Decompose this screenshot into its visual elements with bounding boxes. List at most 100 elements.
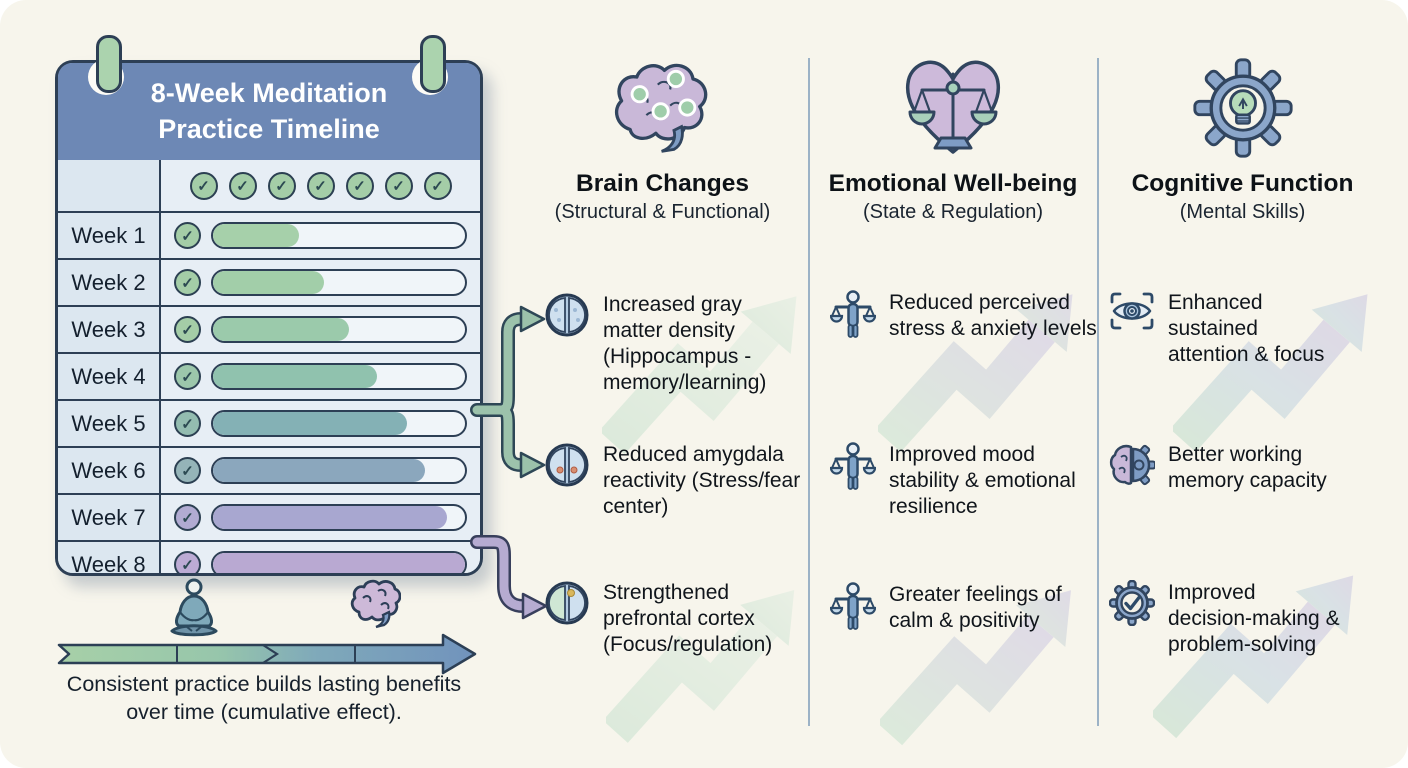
week-label: Week 8 xyxy=(58,542,161,573)
progress-bar-track xyxy=(211,410,467,437)
balance-person-icon xyxy=(830,582,876,630)
week-check-icon: ✓ xyxy=(174,363,201,390)
balance-person-icon xyxy=(830,290,876,338)
trend-arrow-icon xyxy=(602,296,797,454)
week-check-icon: ✓ xyxy=(174,410,201,437)
day-check-icon: ✓ xyxy=(189,171,218,200)
benefit-item: Strengthened prefrontal cortex (Focus/re… xyxy=(544,580,801,658)
column-title: Emotional Well-being xyxy=(828,170,1078,197)
cumulative-progress-arrow xyxy=(57,633,477,675)
week-row: Week 6 ✓ xyxy=(58,448,480,495)
progress-bar-fill xyxy=(213,365,377,388)
benefit-item: Increased gray matter density (Hippocamp… xyxy=(544,292,801,396)
brain-icon xyxy=(350,579,401,629)
gear-check-icon xyxy=(1109,580,1155,626)
progress-bar-fill xyxy=(213,459,425,482)
column-subtitle: (State & Regulation) xyxy=(862,201,1044,223)
week-row: Week 2 ✓ xyxy=(58,260,480,307)
benefit-item: Improved mood stability & emotional resi… xyxy=(830,442,1101,520)
eye-focus-icon xyxy=(1110,292,1154,330)
brain-hippocampus-icon xyxy=(545,293,589,337)
trend-arrow-icon xyxy=(878,294,1073,452)
week-row: Week 4 ✓ xyxy=(58,354,480,401)
column-title: Brain Changes xyxy=(576,170,749,197)
binder-ring-icon xyxy=(96,35,122,93)
benefit-text: Better working memory capacity xyxy=(1168,443,1327,493)
column-emotional-wellbeing: Emotional Well-being (State & Regulation… xyxy=(812,0,1097,768)
day-check-icon: ✓ xyxy=(228,171,257,200)
benefit-text: Enhanced sustained attention & focus xyxy=(1168,291,1325,367)
trend-arrow-icon xyxy=(1153,575,1354,739)
progress-bar-track xyxy=(211,504,467,531)
week-label: Week 7 xyxy=(58,495,161,540)
column-divider xyxy=(1097,58,1099,726)
brain-amygdala-icon xyxy=(545,443,589,487)
week-row: Week 1 ✓ xyxy=(58,213,480,260)
column-brain-changes: Brain Changes (Structural & Functional) … xyxy=(520,0,805,768)
benefit-text: Increased gray matter density (Hippocamp… xyxy=(603,293,767,395)
week-row: Week 8 ✓ xyxy=(58,542,480,573)
brain-network-icon xyxy=(614,63,707,153)
progress-bar-track xyxy=(211,269,467,296)
binder-ring-icon xyxy=(420,35,446,93)
progress-bar-fill xyxy=(213,553,465,573)
calendar-card: 8-Week Meditation Practice Timeline ✓ ✓ … xyxy=(55,35,483,576)
week-check-icon: ✓ xyxy=(174,269,201,296)
progress-bar-fill xyxy=(213,506,448,529)
benefit-item: Better working memory capacity xyxy=(1109,442,1344,494)
progress-bar-fill xyxy=(213,224,299,247)
cumulative-caption: Consistent practice builds lasting benef… xyxy=(66,672,462,725)
benefit-item: Enhanced sustained attention & focus xyxy=(1109,290,1344,368)
benefit-text: Greater feelings of calm & positivity xyxy=(889,583,1062,633)
benefit-item: Reduced amygdala reactivity (Stress/fear… xyxy=(544,442,801,520)
day-check-icon: ✓ xyxy=(306,171,335,200)
week-check-icon: ✓ xyxy=(174,551,201,573)
progress-bar-track xyxy=(211,316,467,343)
calendar-table: ✓ ✓ ✓ ✓ ✓ ✓ ✓ Week 1 ✓ Week 2 xyxy=(58,160,480,573)
week-label: Week 3 xyxy=(58,307,161,352)
trend-arrow-icon xyxy=(606,590,795,743)
column-subtitle: (Mental Skills) xyxy=(1179,201,1306,223)
progress-bar-track xyxy=(211,363,467,390)
trend-arrow-icon xyxy=(1173,294,1368,452)
week-label: Week 6 xyxy=(58,448,161,493)
week-row: Week 5 ✓ xyxy=(58,401,480,448)
week-row: Week 3 ✓ xyxy=(58,307,480,354)
benefit-text: Improved mood stability & emotional resi… xyxy=(889,443,1076,519)
benefit-text: Reduced perceived stress & anxiety level… xyxy=(889,291,1097,341)
week-check-icon: ✓ xyxy=(174,222,201,249)
meditator-icon xyxy=(170,578,218,637)
progress-bar-track xyxy=(211,222,467,249)
day-check-icon: ✓ xyxy=(423,171,452,200)
column-cognitive-function: Cognitive Function (Mental Skills) Enhan… xyxy=(1095,0,1390,768)
week-label: Week 5 xyxy=(58,401,161,446)
week-check-icon: ✓ xyxy=(174,504,201,531)
benefit-text: Strengthened prefrontal cortex (Focus/re… xyxy=(603,581,773,657)
heart-balance-icon xyxy=(905,60,1001,154)
day-checks: ✓ ✓ ✓ ✓ ✓ ✓ ✓ xyxy=(161,160,480,211)
week-label: Week 2 xyxy=(58,260,161,305)
week-check-icon: ✓ xyxy=(174,457,201,484)
day-check-icon: ✓ xyxy=(267,171,296,200)
calendar-title: 8-Week Meditation Practice Timeline xyxy=(150,78,388,144)
week-label: Week 4 xyxy=(58,354,161,399)
column-title: Cognitive Function xyxy=(1131,170,1354,197)
calendar-header: 8-Week Meditation Practice Timeline xyxy=(58,63,480,163)
column-divider xyxy=(808,58,810,726)
brain-prefrontal-icon xyxy=(545,581,589,625)
benefit-text: Improved decision-making & problem-solvi… xyxy=(1168,581,1340,657)
trend-arrow-icon xyxy=(880,590,1071,746)
progress-bar-fill xyxy=(213,318,350,341)
column-subtitle: (Structural & Functional) xyxy=(554,201,771,223)
brain-gear-icon xyxy=(1109,444,1155,486)
week-row: Week 7 ✓ xyxy=(58,495,480,542)
day-check-icon: ✓ xyxy=(345,171,374,200)
day-check-icon: ✓ xyxy=(384,171,413,200)
week-label: Week 1 xyxy=(58,213,161,258)
progress-bar-track xyxy=(211,551,467,573)
benefit-item: Greater feelings of calm & positivity xyxy=(830,582,1101,634)
progress-bar-fill xyxy=(213,271,324,294)
progress-bar-fill xyxy=(213,412,408,435)
gear-lightbulb-icon xyxy=(1192,58,1293,158)
